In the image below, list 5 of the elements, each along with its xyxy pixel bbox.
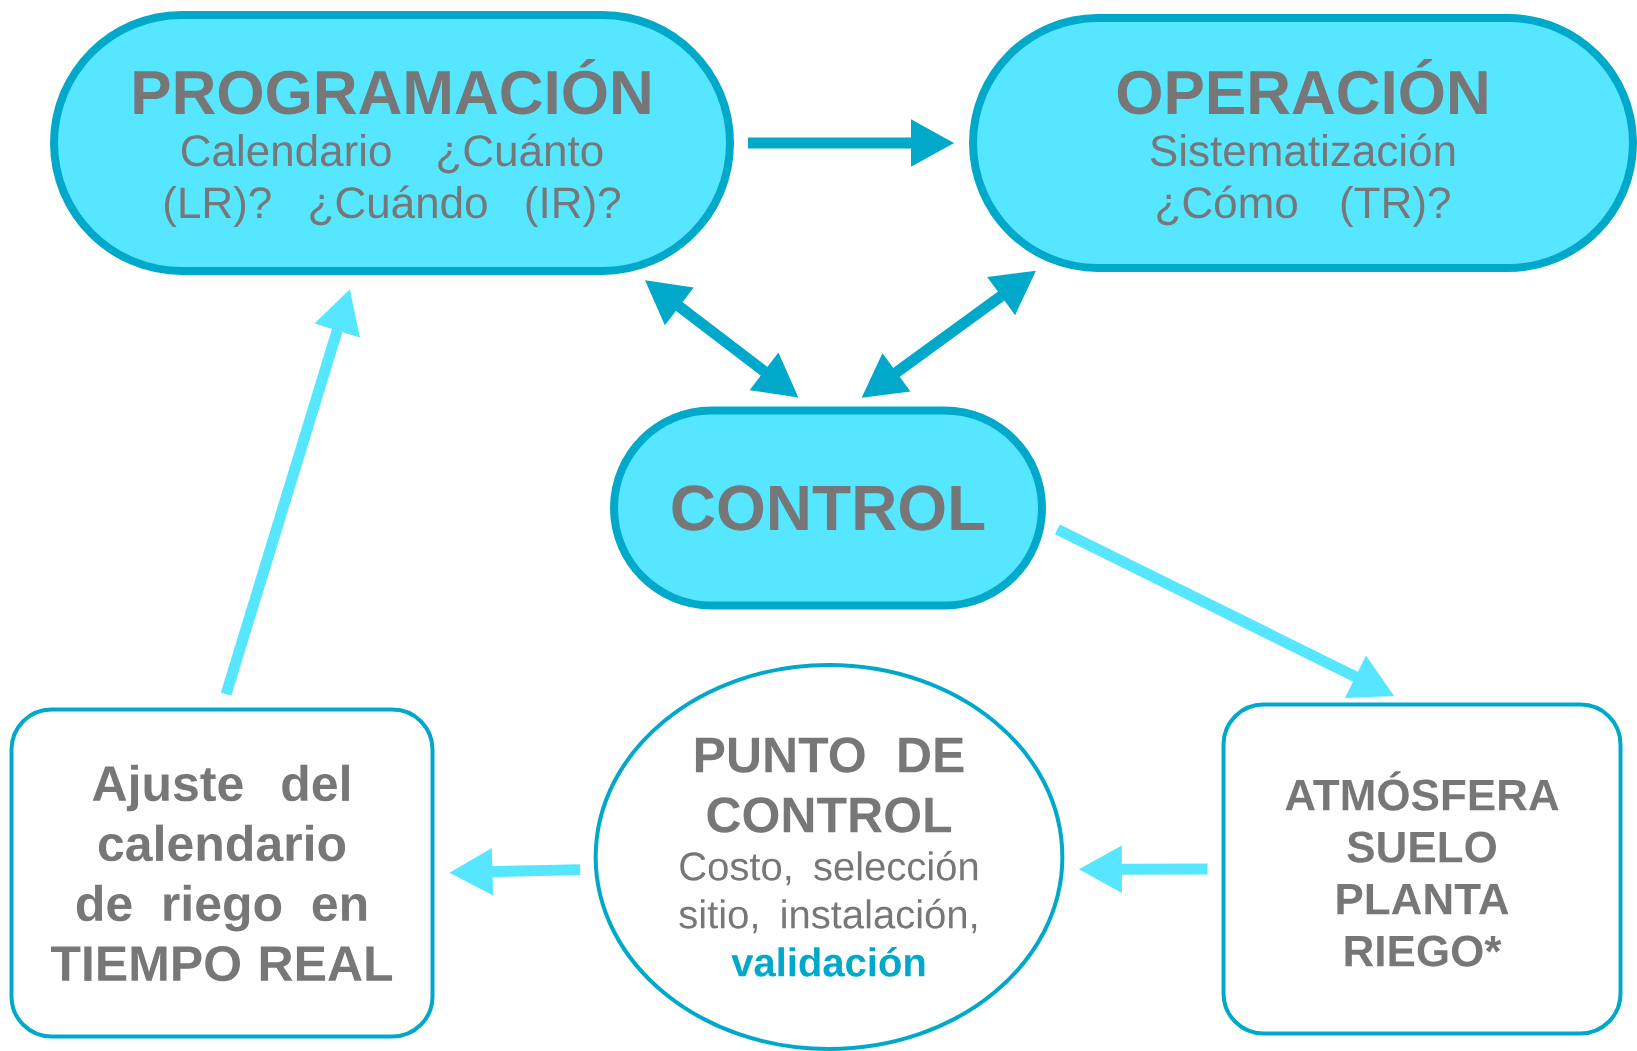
process-pill: OPERACIÓN Sistematización ¿Cómo (TR)? — [969, 14, 1637, 272]
process-pill: CONTROL — [610, 406, 1046, 610]
process-box: Ajuste del calendario de riego en TIEMPO REAL — [9, 707, 435, 1039]
process-pill: PROGRAMACIÓN Calendario ¿Cuánto (LR)? ¿Cuándo (IR)? — [50, 11, 734, 275]
process-box: ATMÓSFERA SUELO PLANTA RIEGO* — [1221, 702, 1623, 1036]
